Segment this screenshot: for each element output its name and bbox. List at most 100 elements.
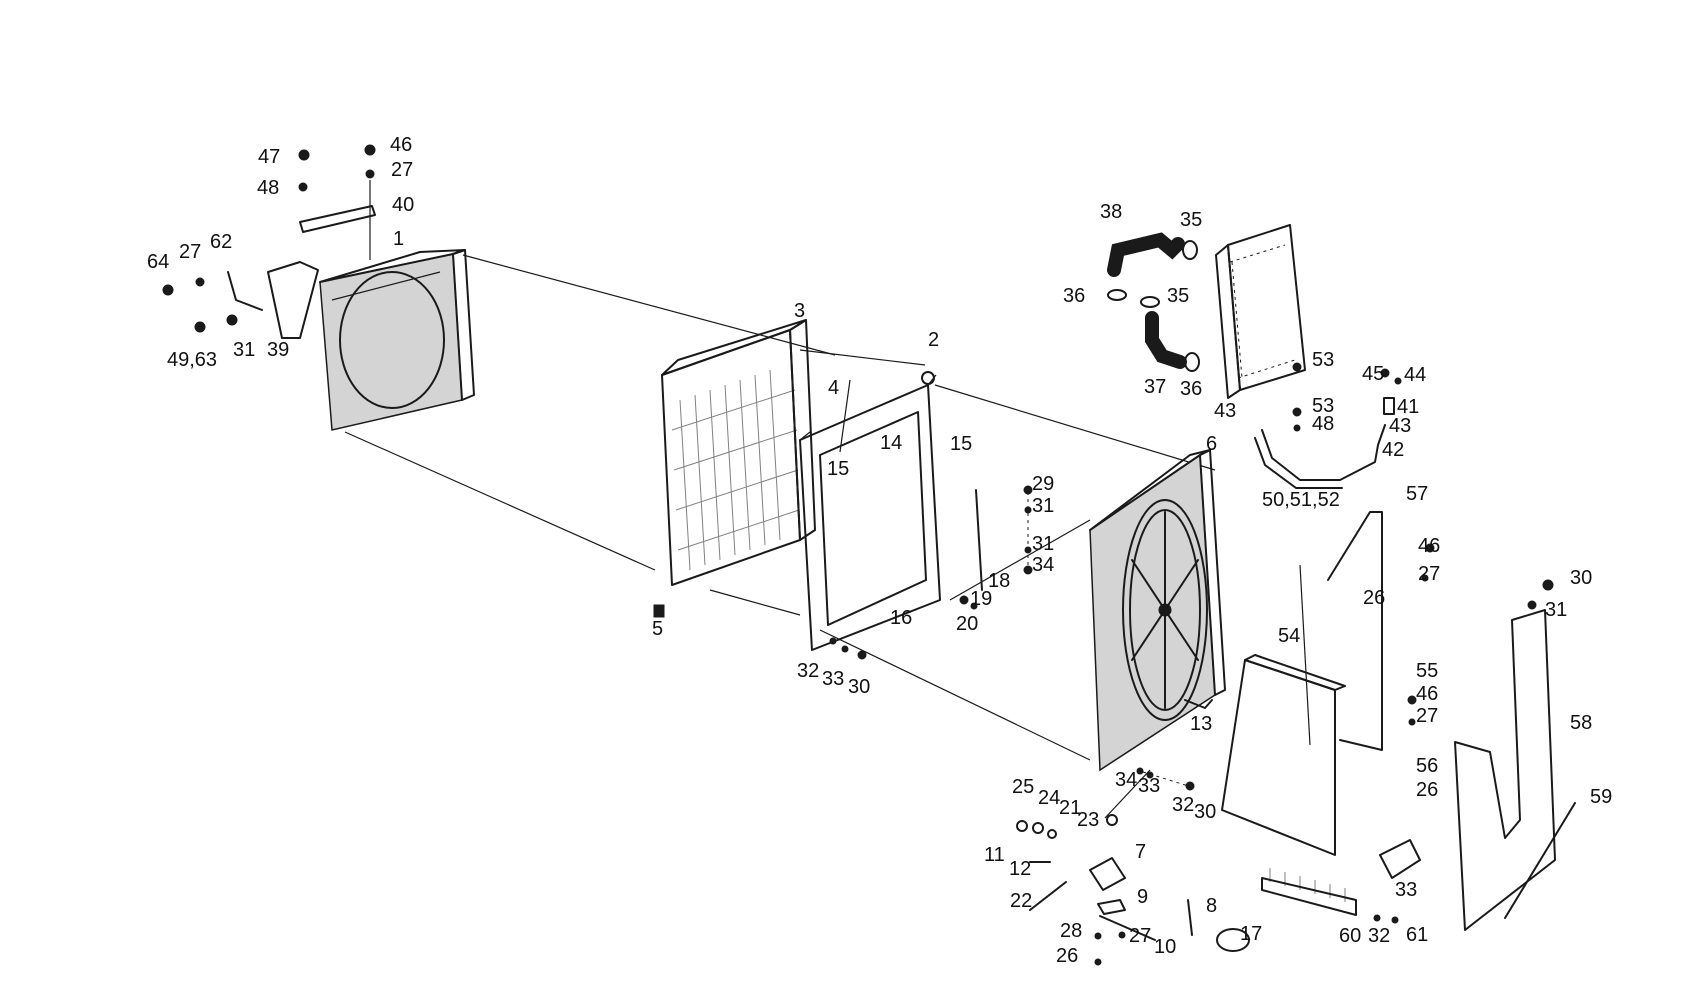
callout-number: 30 [1194, 801, 1216, 823]
callout-number: 27 [1418, 563, 1440, 585]
callout-number: 56 [1416, 755, 1438, 777]
callout-number: 16 [890, 607, 912, 629]
fastener-stack-29 [1023, 485, 1033, 575]
callout-number: 32 [797, 660, 819, 682]
callout-number: 39 [267, 339, 289, 361]
callout-number: 19 [970, 588, 992, 610]
callout-number: 45 [1362, 363, 1384, 385]
callout-number: 14 [880, 432, 902, 454]
callout-number: 31 [1545, 599, 1567, 621]
callout-number: 49,63 [167, 349, 217, 371]
callout-number: 34 [1032, 554, 1054, 576]
callout-number: 15 [950, 433, 972, 455]
callout-number: 44 [1404, 364, 1426, 386]
callout-number: 28 [1060, 920, 1082, 942]
callout-number: 47 [258, 146, 280, 168]
callout-number: 31 [233, 339, 255, 361]
shroud-bracket [162, 261, 319, 339]
exploded-view-lines [344, 254, 1216, 761]
seal-frame [799, 371, 941, 651]
callout-number: 60 [1339, 925, 1361, 947]
callout-number: 27 [1416, 705, 1438, 727]
callout-number: 35 [1167, 285, 1189, 307]
callout-number: 53 [1312, 349, 1334, 371]
callout-number: 32 [1368, 925, 1390, 947]
callout-number: 23 [1077, 809, 1099, 831]
callout-number: 33 [1138, 775, 1160, 797]
callout-number: 18 [988, 570, 1010, 592]
callout-number: 11 [984, 844, 1005, 866]
callout-number: 33 [822, 668, 844, 690]
callout-number: 26 [1416, 779, 1438, 801]
callout-number: 54 [1278, 625, 1300, 647]
callout-number: 20 [956, 613, 978, 635]
side-guard [1454, 579, 1576, 931]
callout-number: 1 [393, 228, 404, 250]
brush-strip [1261, 868, 1399, 924]
callout-number: 42 [1382, 439, 1404, 461]
callout-number: 59 [1590, 786, 1612, 808]
callout-number: 13 [1190, 713, 1212, 735]
callout-number: 38 [1100, 201, 1122, 223]
actuator-linkage [1016, 769, 1250, 966]
callout-number: 8 [1206, 895, 1217, 917]
callout-number: 40 [392, 194, 414, 216]
callout-number: 53 [1312, 395, 1334, 417]
callout-number: 25 [1012, 776, 1034, 798]
callout-number: 2 [928, 329, 939, 351]
callout-number: 36 [1180, 378, 1202, 400]
callout-number: 12 [1009, 858, 1031, 880]
callout-number: 41 [1397, 396, 1419, 418]
small-hardware [829, 637, 1196, 791]
side-panel [1221, 511, 1435, 879]
callout-number: 30 [848, 676, 870, 698]
callout-number: 43 [1214, 400, 1236, 422]
callout-number: 57 [1406, 483, 1428, 505]
callout-number: 21 [1059, 797, 1081, 819]
callout-number: 17 [1240, 923, 1262, 945]
callout-number: 26 [1056, 945, 1078, 967]
callout-number: 7 [1135, 841, 1146, 863]
fan-housing [1089, 449, 1226, 772]
callout-number: 15 [827, 458, 849, 480]
callout-number: 22 [1010, 890, 1032, 912]
callout-number: 27 [1129, 925, 1151, 947]
oil-line [1254, 362, 1402, 489]
callout-number: 32 [1172, 794, 1194, 816]
callout-number: 27 [179, 241, 201, 263]
callout-number: 46 [1416, 683, 1438, 705]
callout-number: 27 [391, 159, 413, 181]
callout-number: 61 [1406, 924, 1428, 946]
callout-number: 35 [1180, 209, 1202, 231]
callout-number: 29 [1032, 473, 1054, 495]
callout-number: 31 [1032, 495, 1054, 517]
callout-number: 36 [1063, 285, 1085, 307]
callout-number: 48 [1312, 413, 1334, 435]
callout-number: 34 [1115, 769, 1137, 791]
callout-number: 64 [147, 251, 169, 273]
callout-number: 43 [1389, 415, 1411, 437]
callout-number: 62 [210, 231, 232, 253]
callout-number: 6 [1206, 433, 1217, 455]
callout-number: 48 [257, 177, 279, 199]
callout-number: 31 [1032, 533, 1054, 555]
callout-number: 10 [1154, 936, 1176, 958]
radiator-core [653, 319, 816, 618]
callout-number: 24 [1038, 787, 1060, 809]
callout-number: 26 [1363, 587, 1385, 609]
callout-number: 30 [1570, 567, 1592, 589]
callout-number: 9 [1137, 886, 1148, 908]
callout-number: 50,51,52 [1262, 489, 1340, 511]
fan-shroud [319, 249, 475, 431]
callout-number: 33 [1395, 879, 1417, 901]
callout-number: 58 [1570, 712, 1592, 734]
support-rod [959, 489, 983, 610]
coolant-hoses [1107, 232, 1200, 372]
callout-number: 3 [794, 300, 805, 322]
callout-number: 46 [1418, 535, 1440, 557]
upper-strap [298, 144, 376, 260]
callout-number: 46 [390, 134, 412, 156]
callout-number: 4 [828, 377, 839, 399]
